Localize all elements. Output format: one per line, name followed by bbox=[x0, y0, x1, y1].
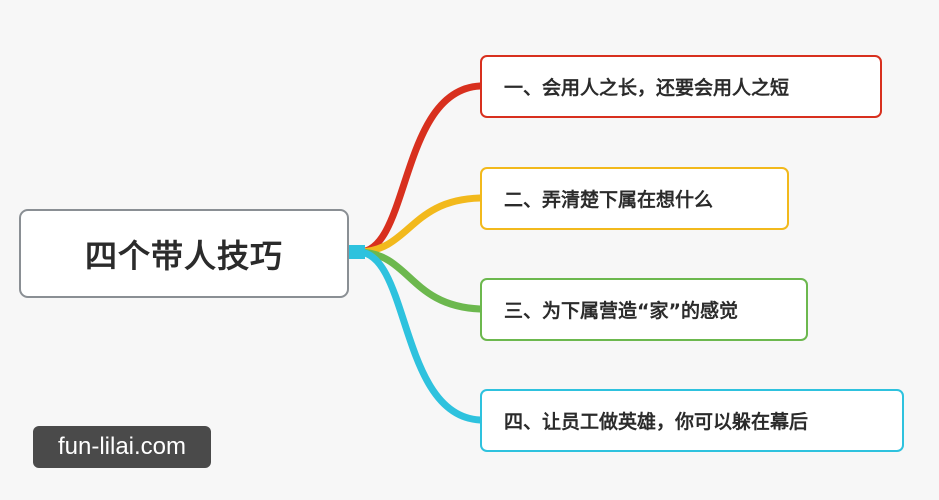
subtopic-2[interactable]: 二、弄清楚下属在想什么 bbox=[480, 167, 789, 230]
watermark-text: fun-lilai.com bbox=[57, 433, 187, 460]
root-topic-label: 四个带人技巧 bbox=[84, 236, 283, 275]
subtopic-3[interactable]: 三、为下属营造“家”的感觉 bbox=[480, 278, 808, 341]
subtopic-1[interactable]: 一、会用人之长，还要会用人之短 bbox=[480, 55, 882, 118]
root-topic[interactable]: 四个带人技巧 bbox=[19, 209, 349, 298]
branch-connector-2 bbox=[356, 194, 484, 256]
root-connector-stub bbox=[349, 245, 365, 259]
branch-connector-3 bbox=[356, 248, 484, 313]
watermark-badge: fun-lilai.com bbox=[33, 426, 211, 468]
subtopic-1-label: 一、会用人之长，还要会用人之短 bbox=[504, 77, 790, 99]
branch-connector-1 bbox=[356, 82, 484, 256]
branch-connector-4 bbox=[356, 248, 484, 424]
subtopic-4[interactable]: 四、让员工做英雄，你可以躲在幕后 bbox=[480, 389, 904, 452]
subtopic-2-label: 二、弄清楚下属在想什么 bbox=[504, 189, 714, 211]
subtopic-4-label: 四、让员工做英雄，你可以躲在幕后 bbox=[504, 411, 809, 433]
subtopic-3-label: 三、为下属营造“家”的感觉 bbox=[504, 300, 738, 322]
